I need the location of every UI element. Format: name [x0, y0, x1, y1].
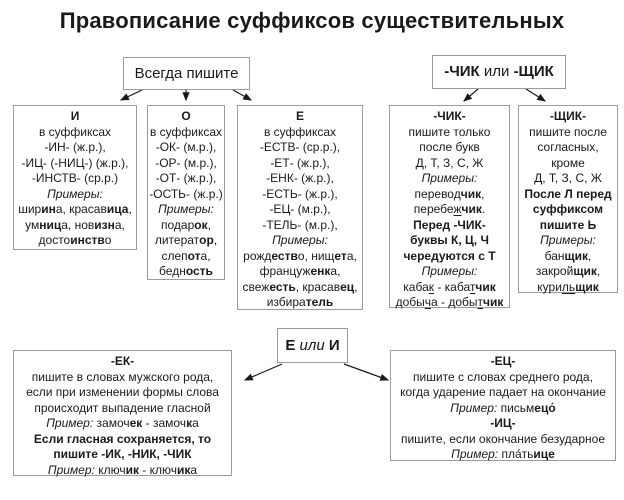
text-line: курильщик — [537, 279, 599, 294]
box-e-or-i: Е или И — [277, 328, 348, 363]
text-line: кабак - кабатчик — [403, 279, 496, 294]
text-line: -ОК- (м.р.), — [155, 140, 217, 154]
text-line: -ЕСТЬ- (ж.р.), — [262, 186, 338, 201]
text-line: Примеры: — [540, 233, 596, 247]
text-line: перебежчик. — [413, 202, 486, 216]
text-line: закройщик, — [535, 264, 601, 278]
box-e-or-i-label: Е или И — [285, 336, 340, 354]
text-line: Пример: письмецо́ — [450, 400, 556, 415]
text-line: в суффиксах — [38, 124, 112, 139]
text-line: пишите -ИК, -НИК, -ЧИК — [53, 447, 192, 461]
box-chik-or-schik: -ЧИК или -ЩИК — [432, 55, 566, 89]
text-line: согласных, — [537, 140, 599, 154]
arrow-always-to-e — [232, 89, 253, 101]
text-line: француженка, — [259, 264, 341, 278]
text-line: После Л перед — [524, 186, 612, 201]
text-line: Пример: ключик - ключика — [47, 462, 198, 477]
text-line: Пример: пла́тьице — [451, 447, 555, 461]
box-suffix-ec-ic: -ЕЦ-пишите с словах среднего рода,когда … — [390, 350, 616, 461]
text-line: -ИЦ- (-НИЦ-) (ж.р.), — [21, 155, 129, 170]
text-line: Перед -ЧИК- — [413, 217, 486, 232]
text-line: чередуются с Т — [403, 248, 496, 263]
text-line: -ЕЦ- — [490, 354, 516, 368]
box-always-write: Всегда пишите — [123, 57, 250, 90]
text-line: банщик, — [544, 248, 592, 263]
text-line: -ТЕЛЬ- (м.р.), — [262, 217, 338, 232]
text-line: бедность — [159, 264, 213, 278]
text-line: пишите, если окончание безударное — [400, 431, 605, 446]
box-always-write-label: Всегда пишите — [134, 64, 239, 82]
arrow-to-schik — [525, 88, 547, 102]
text-line: пишите в словах мужского рода, — [31, 369, 214, 384]
text-line: свежесть, красавец, — [242, 279, 358, 294]
text-line: пишите после — [529, 124, 607, 139]
text-line: -ЕТ- (ж.р.), — [270, 155, 330, 170]
text-line: -ЕСТВ- (ср.р.), — [259, 140, 341, 154]
text-line: происходит выпадение гласной — [34, 400, 211, 415]
text-line: если при изменении формы слова — [26, 385, 219, 399]
text-line: после букв — [419, 140, 480, 154]
text-line: -ЧИК- — [433, 109, 466, 123]
page-title: Правописание суффиксов существительных — [59, 8, 565, 33]
text-line: -ОСТЬ- (ж.р.) — [149, 186, 223, 201]
text-line: -ИН- (ж.р.), — [44, 140, 106, 154]
text-line: -ОТ- (ж.р.), — [155, 171, 217, 185]
box-suffix-ek: -ЕК-пишите в словах мужского рода,если п… — [13, 350, 232, 477]
box-chik-or-schik-label: -ЧИК или -ЩИК — [444, 63, 554, 80]
text-line: подарок, — [161, 217, 211, 232]
text-line: Примеры: — [47, 186, 103, 201]
text-line: кроме — [551, 155, 585, 170]
text-line: Е — [295, 109, 304, 123]
text-line: -ОР- (м.р.), — [155, 155, 217, 170]
text-line: избиратель — [266, 295, 334, 309]
text-line: буквы К, Ц, Ч — [410, 233, 489, 247]
text-line: Примеры: — [272, 233, 328, 247]
text-line: ширина, красавица, — [18, 202, 132, 216]
text-line: -ЕК- — [110, 354, 135, 368]
text-line: Д, Т, З, С, Ж — [415, 155, 484, 170]
arrow-to-ek — [243, 363, 283, 381]
text-line: суффиксом — [532, 202, 604, 216]
text-line: достоинство — [38, 233, 112, 247]
text-line: -ИЦ- — [490, 416, 516, 430]
text-line: рождество, нищета, — [243, 248, 357, 263]
text-line: Пример: замочек - замочка — [46, 416, 199, 430]
text-line: Примеры: — [421, 171, 478, 185]
text-line: пишите Ь — [539, 217, 597, 232]
arrow-to-chik — [463, 88, 479, 102]
text-line: -ЕЦ- (м.р.), — [269, 202, 331, 216]
text-line: литератор, — [154, 233, 218, 247]
text-line: в суффиксах — [149, 124, 223, 139]
text-line: умница, новизна, — [25, 217, 125, 232]
text-line: Примеры: — [421, 264, 478, 278]
text-line: И — [70, 109, 80, 123]
text-line: пишите только — [408, 124, 491, 139]
text-line: Если гласная сохраняется, то — [33, 431, 212, 446]
text-line: пишите с словах среднего рода, — [413, 369, 593, 384]
text-line: когда ударение падает на окончание — [400, 385, 606, 399]
text-line: -ИНСТВ- (ср.р.) — [31, 171, 119, 185]
arrow-always-to-i — [119, 89, 143, 101]
text-line: в суффиксах — [263, 124, 337, 139]
text-line: Д, Т, З, С, Ж — [534, 171, 602, 185]
text-line: Примеры: — [158, 202, 214, 216]
text-line: слепота, — [161, 248, 211, 263]
text-line: -ЕНК- (ж.р.), — [266, 171, 334, 185]
text-line: переводчик, — [414, 186, 485, 201]
text-line: О — [181, 109, 191, 123]
text-line: -ЩИК- — [549, 109, 587, 123]
arrow-to-ec — [343, 363, 390, 381]
text-line: добыча - добытчик — [395, 295, 504, 309]
